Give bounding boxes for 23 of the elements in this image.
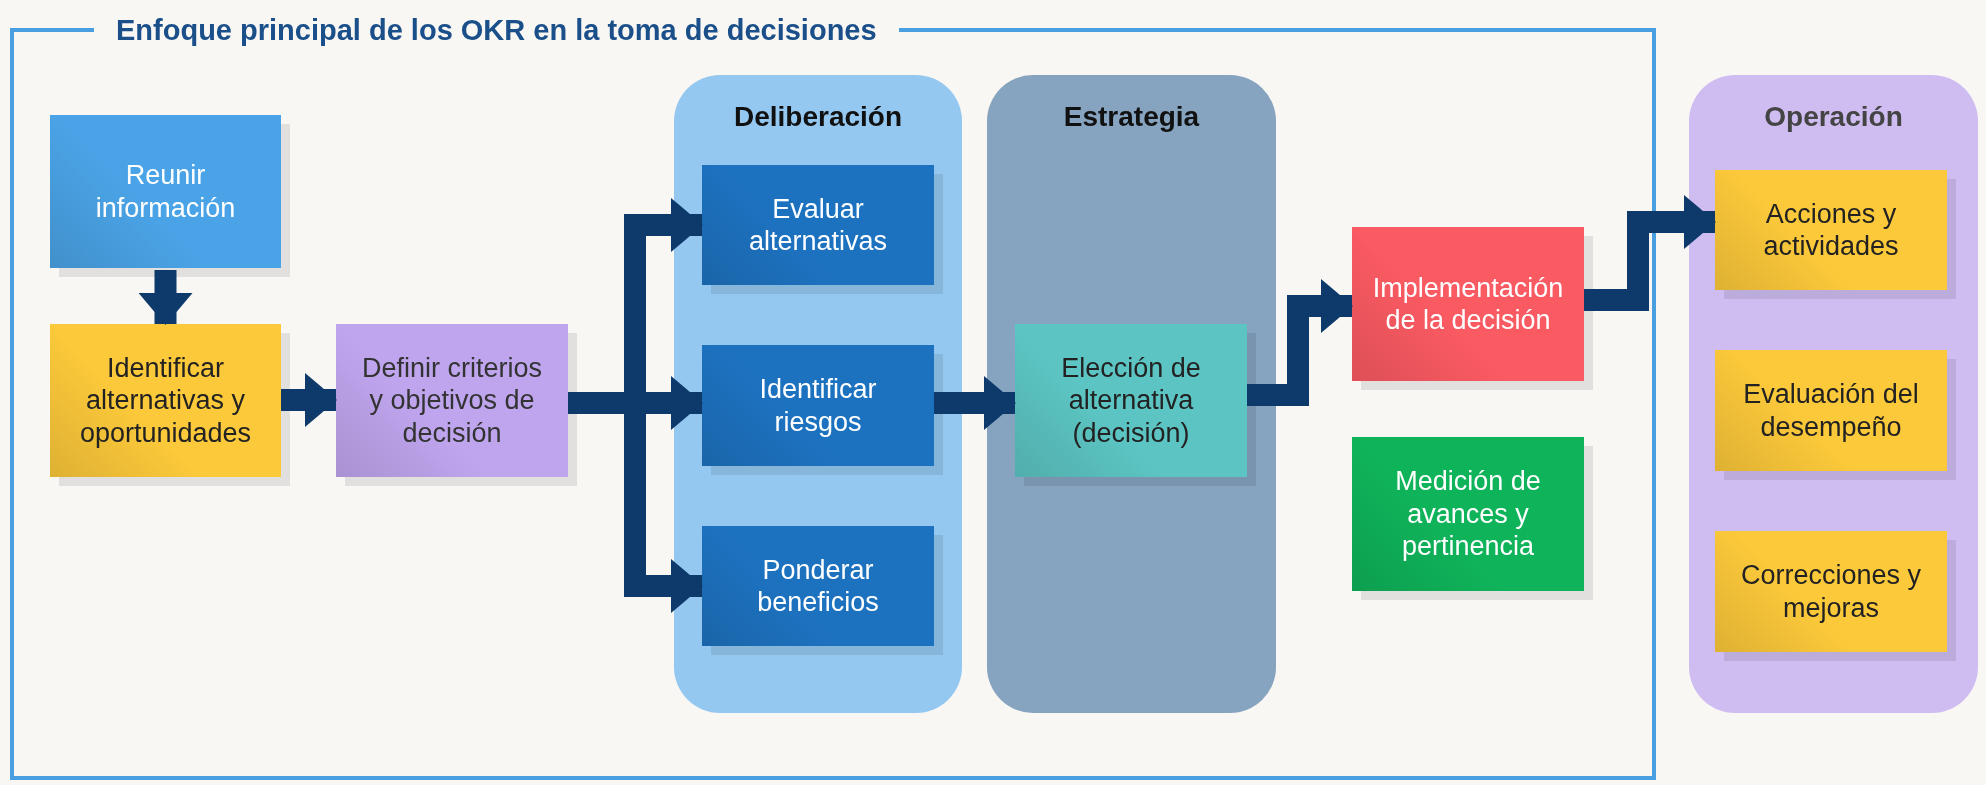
arrow (1584, 195, 1716, 311)
arrow (934, 376, 1016, 430)
group-panel (1689, 75, 1978, 713)
process-box: Medición de avances y pertinencia (1352, 437, 1584, 591)
group-heading: Deliberación (732, 101, 904, 133)
group-heading: Operación (1763, 101, 1904, 133)
process-box: Elección de alternativa (decisión) (1015, 324, 1247, 477)
process-box: Correcciones y mejoras (1715, 531, 1947, 652)
group-panel (674, 75, 962, 713)
process-box: Identificar riesgos (702, 345, 934, 466)
process-box: Identificar alternativas y oportunidades (50, 324, 281, 477)
group-panel (987, 75, 1276, 713)
process-box: Ponderar beneficios (702, 526, 934, 646)
arrow (281, 373, 337, 427)
group-heading: Estrategia (1062, 101, 1201, 133)
process-box: Definir criterios y objetivos de decisión (336, 324, 568, 477)
process-box: Evaluar alternativas (702, 165, 934, 285)
arrow (1247, 279, 1353, 406)
process-box: Acciones y actividades (1715, 170, 1947, 290)
process-box: Implementación de la decisión (1352, 227, 1584, 381)
process-box: Evaluación del desempeño (1715, 350, 1947, 471)
process-box: Reunir información (50, 115, 281, 268)
arrow (138, 270, 193, 325)
